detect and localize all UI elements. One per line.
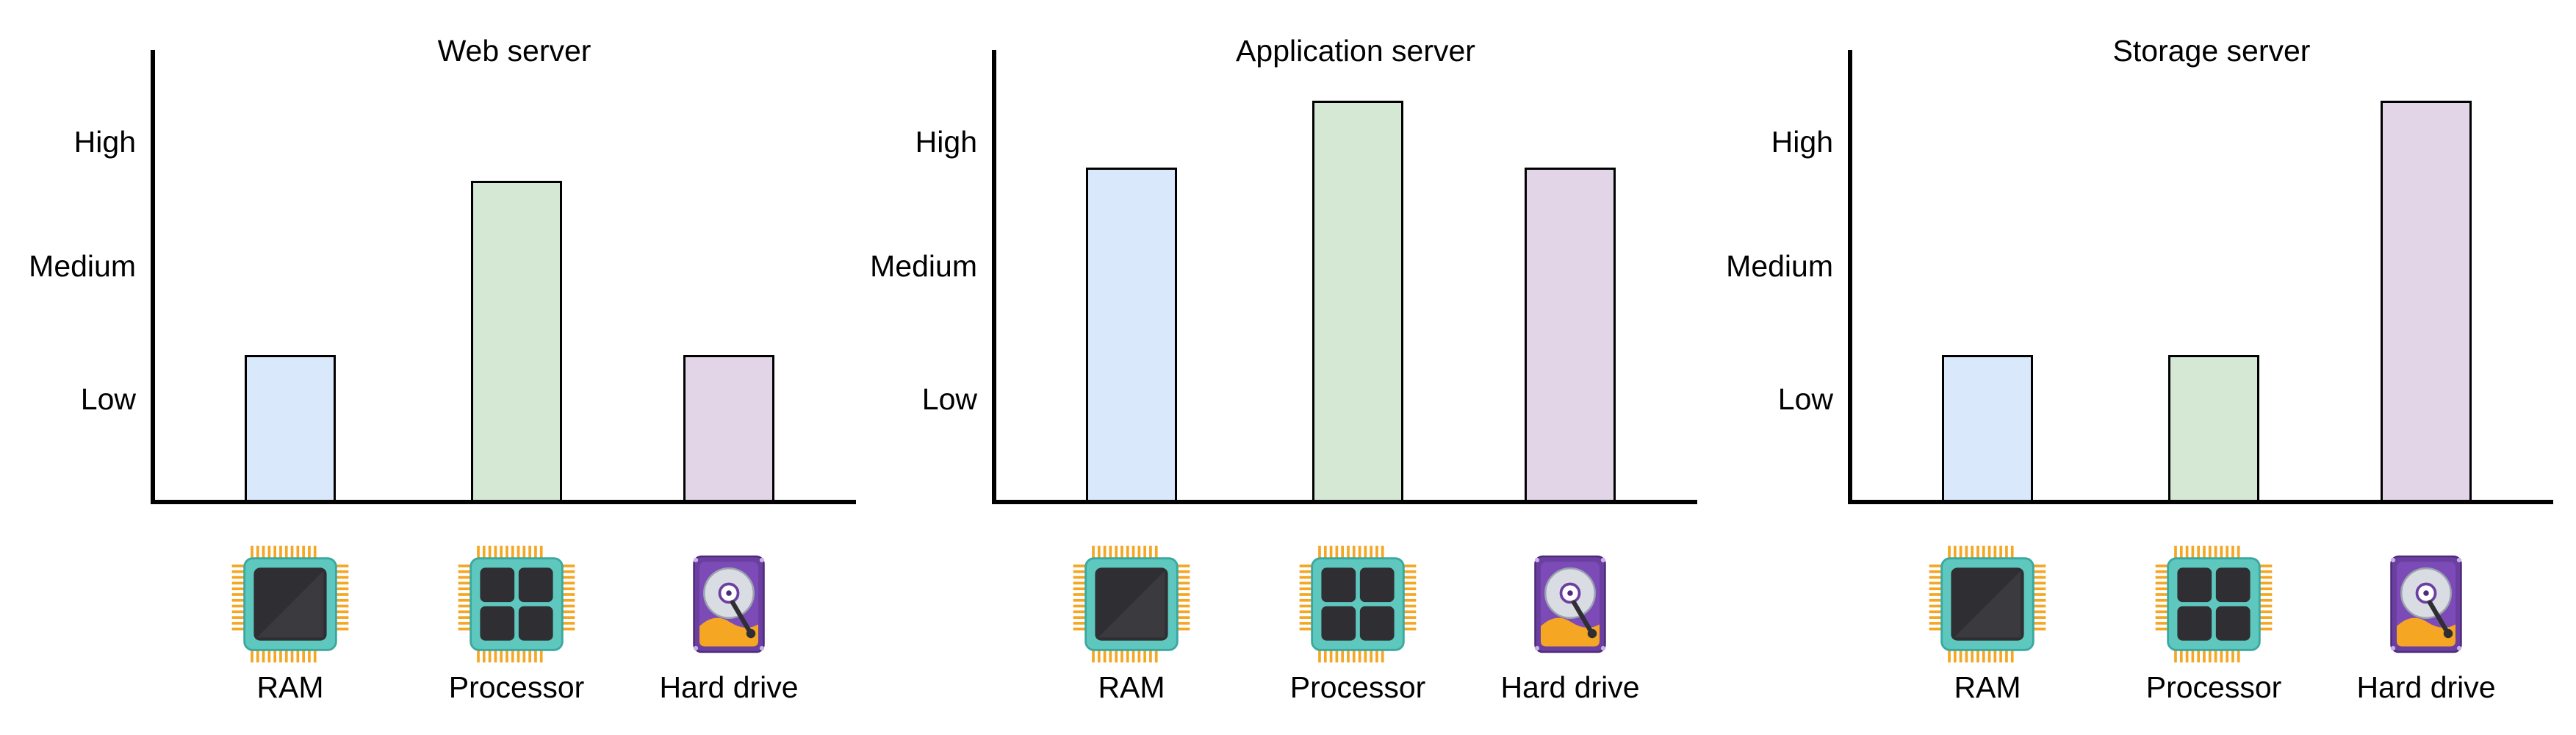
category-label: Processor [448,670,585,704]
y-axis [1848,50,1852,504]
y-tick-label: Low [80,382,136,416]
ram-chip-icon [231,545,349,663]
bar-ram [245,354,336,502]
bar-processor [1312,101,1403,502]
chart-title: Application server [1236,34,1475,68]
y-axis [151,50,155,504]
bar-hard-drive [2381,101,2472,502]
processor-chip-icon [1299,545,1417,663]
y-axis [992,50,996,504]
ram-chip-icon [1929,545,2046,663]
processor-chip-icon [458,545,575,663]
chart-title: Storage server [2112,34,2311,68]
chart-title: Web server [437,34,591,68]
y-tick-label: High [73,125,136,159]
category-label: Hard drive [1500,670,1640,704]
ram-chip-icon [1073,545,1190,663]
y-tick-label: Low [921,382,977,416]
bar-processor [2168,354,2259,502]
y-tick-label: Medium [29,249,136,283]
category-label: Hard drive [2356,670,2496,704]
bar-hard-drive [1525,168,1616,502]
y-tick-label: High [915,125,977,159]
y-tick-label: Medium [1726,249,1833,283]
bar-hard-drive [683,354,774,502]
x-axis [992,500,1697,504]
y-tick-label: High [1771,125,1833,159]
y-tick-label: Low [1777,382,1833,416]
category-label: Processor [1289,670,1426,704]
category-label: RAM [1098,670,1165,704]
hard-drive-icon [2390,555,2462,653]
processor-chip-icon [2155,545,2273,663]
bar-ram [1086,168,1177,502]
category-label: Hard drive [659,670,799,704]
y-tick-label: Medium [870,249,977,283]
hard-drive-icon [1534,555,1606,653]
x-axis [1848,500,2553,504]
hard-drive-icon [693,555,765,653]
x-axis [151,500,856,504]
category-label: RAM [1954,670,2021,704]
category-label: Processor [2145,670,2282,704]
bar-ram [1942,354,2033,502]
category-label: RAM [256,670,324,704]
bar-processor [471,181,562,502]
